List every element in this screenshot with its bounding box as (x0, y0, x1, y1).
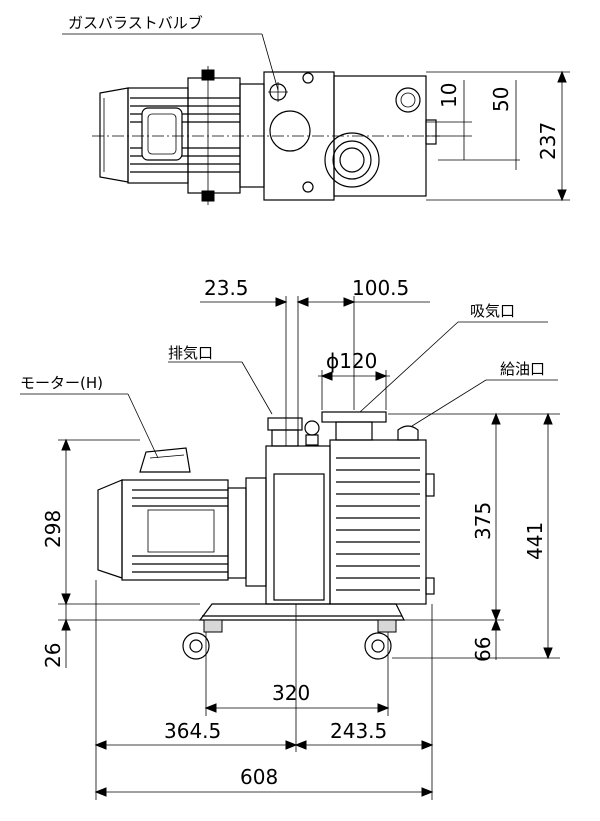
dim-608: 608 (240, 765, 278, 789)
front-pump-fins (336, 457, 420, 591)
top-intake-flange (324, 132, 380, 188)
dim-23-5: 23.5 (204, 276, 249, 300)
top-oil-fill-port (395, 87, 421, 113)
dim-320: 320 (272, 681, 310, 705)
intake-port-leader (359, 321, 459, 413)
dim-375: 375 (471, 502, 495, 540)
motor-label: モーター(H) (20, 374, 103, 392)
gas-ballast-leader (261, 33, 279, 91)
front-intake-flange (321, 411, 387, 423)
front-caster-right (364, 619, 397, 660)
dim-243-5: 243.5 (330, 719, 387, 743)
front-base-frame (198, 603, 405, 621)
dim-364-5: 364.5 (164, 719, 221, 743)
front-motor-fins (132, 489, 228, 573)
dim-100-5: 100.5 (352, 276, 409, 300)
front-gas-ballast (304, 420, 320, 436)
top-coupling (239, 83, 265, 188)
front-pump-housing (265, 445, 331, 605)
top-exhaust-port (269, 110, 311, 152)
dim-298: 298 (41, 510, 65, 548)
dim-phi120: ϕ120 (326, 349, 377, 373)
intake-port-label: 吸気口 (470, 302, 515, 320)
motor-leader (127, 393, 159, 459)
front-motor-body (121, 479, 229, 581)
front-exhaust-flange (267, 417, 303, 431)
front-motor-window (147, 509, 215, 553)
exhaust-port-label: 排気口 (168, 344, 213, 362)
front-pump-cylinder (329, 439, 427, 605)
top-motor-flange (187, 77, 241, 194)
dim-10: 10 (437, 83, 461, 108)
front-oil-fill (397, 425, 419, 441)
dim-66: 66 (471, 637, 495, 662)
oil-fill-port-leader (411, 379, 487, 427)
front-view: 23.5 100.5 ϕ120 排気口 吸気口 給油口 モーター(H) 298 (20, 276, 560, 800)
oil-fill-port-label: 給油口 (500, 360, 545, 378)
front-terminal-box (139, 447, 191, 473)
gas-ballast-valve-label: ガスバラストバルブ (68, 14, 203, 32)
front-caster-left (182, 619, 223, 660)
exhaust-port-leader (241, 361, 273, 415)
front-motor-fan-cover (97, 479, 123, 579)
dim-26: 26 (41, 643, 65, 668)
dim-441: 441 (523, 522, 547, 560)
top-terminal-box (141, 107, 183, 161)
top-view: ガスバラストバルブ 10 50 237 (62, 14, 570, 205)
dim-50: 50 (489, 87, 513, 112)
dim-237: 237 (536, 122, 560, 160)
